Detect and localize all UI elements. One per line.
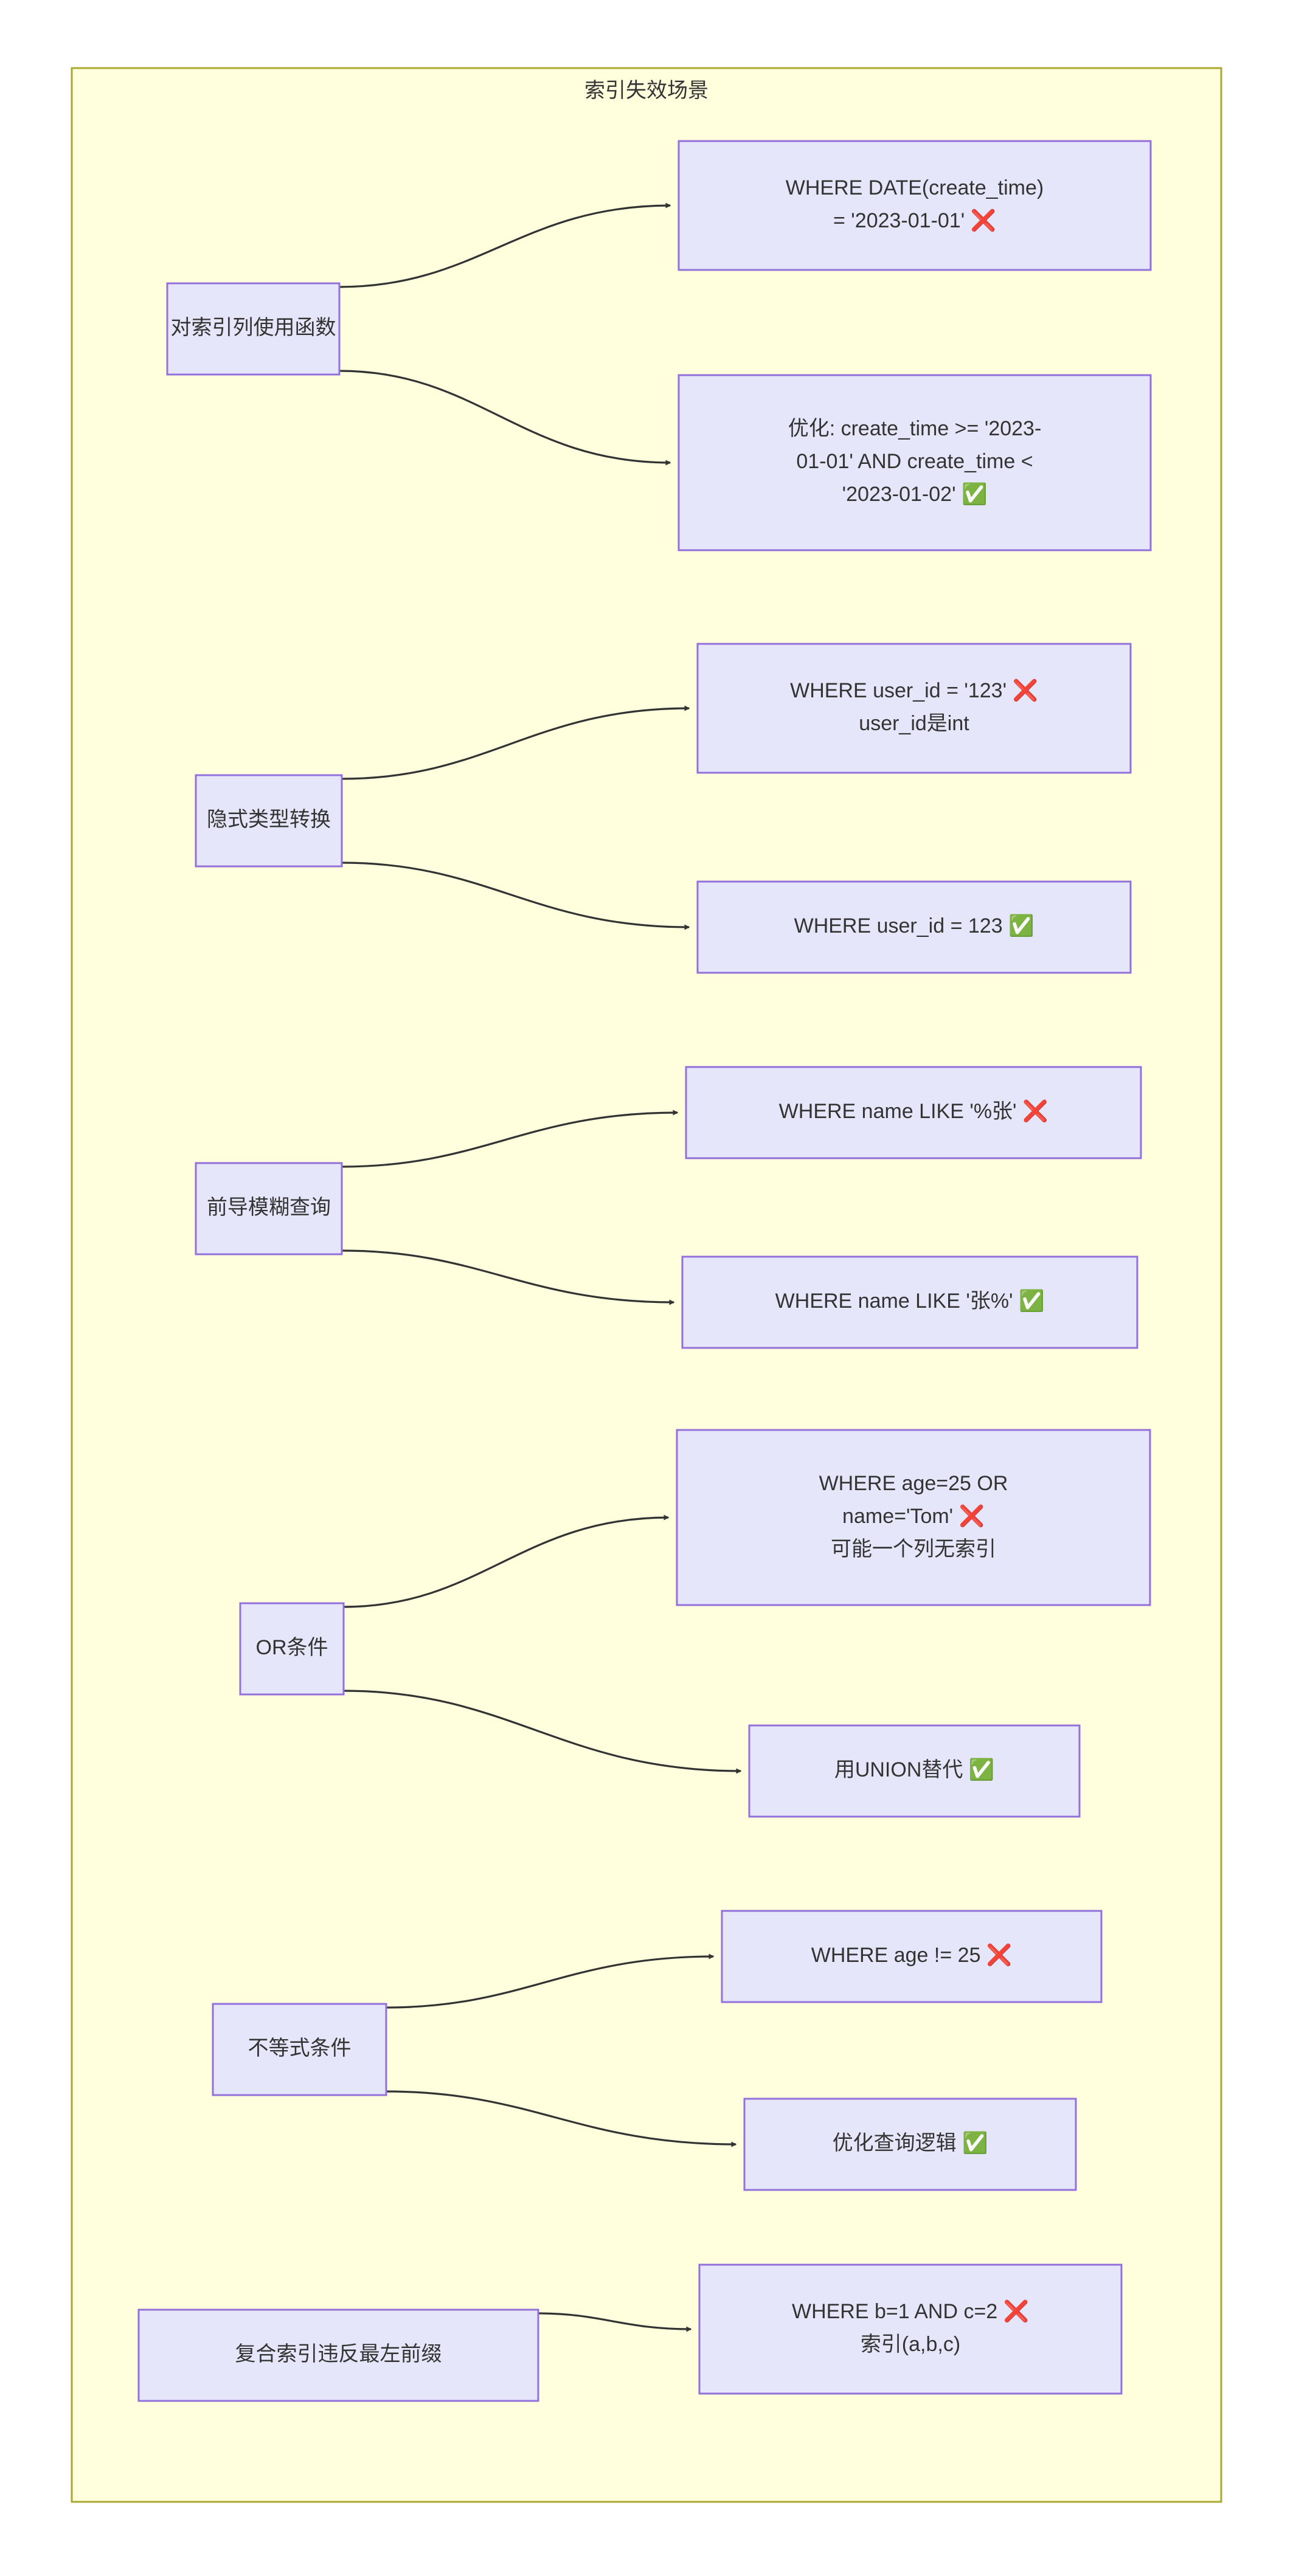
node-label-line: 优化查询逻辑 ✅ <box>833 2131 988 2155</box>
node-label-line: WHERE DATE(create_time) <box>786 176 1044 199</box>
edge-n4-to-n4b <box>343 1690 742 1774</box>
flow-node-n1a[interactable]: WHERE DATE(create_time) = '2023-01-01' ❌ <box>677 140 1152 271</box>
edge-layer <box>339 202 742 2332</box>
node-box <box>696 880 1132 974</box>
node-label-line: 隐式类型转换 <box>207 808 331 831</box>
edge-n4-to-n4a <box>343 1514 670 1608</box>
node-box <box>137 2308 539 2402</box>
node-label-line: WHERE name LIKE '%张' ❌ <box>779 1099 1048 1124</box>
node-box <box>681 1255 1138 1349</box>
flow-node-n3[interactable]: 前导模糊查询 <box>195 1162 343 1255</box>
node-label-line: = '2023-01-01' ❌ <box>833 209 996 233</box>
flow-node-n2[interactable]: 隐式类型转换 <box>195 774 343 868</box>
flow-node-n1[interactable]: 对索引列使用函数 <box>166 282 341 376</box>
edge-n3-to-n3a <box>341 1110 679 1168</box>
edge-n1-to-n1a <box>339 202 671 288</box>
flow-node-n4a[interactable]: WHERE age=25 OR name='Tom' ❌ 可能一个列无索引 <box>676 1429 1151 1606</box>
node-label-line: 可能一个列无索引 <box>831 1538 996 1561</box>
flow-node-n6[interactable]: 复合索引违反最左前缀 <box>137 2308 539 2402</box>
flow-node-n4b[interactable]: 用UNION替代 ✅ <box>748 1724 1081 1818</box>
edge-n3-to-n3b <box>341 1249 675 1305</box>
node-label-line: user_id是int <box>859 712 969 735</box>
node-label-line: 优化: create_time >= '2023- <box>788 417 1042 440</box>
node-box <box>676 1429 1151 1606</box>
node-box <box>212 2003 387 2096</box>
node-box <box>696 643 1132 774</box>
edge-n1-to-n1b <box>339 370 671 466</box>
flow-node-n6a[interactable]: WHERE b=1 AND c=2 ❌ 索引(a,b,c) <box>698 2263 1123 2395</box>
subgraph-title: 索引失效场景 <box>584 79 709 102</box>
edge-n5-to-n5b <box>386 2090 737 2147</box>
node-label-line: 用UNION替代 ✅ <box>834 1758 994 1781</box>
node-label-line: WHERE user_id = 123 ✅ <box>794 914 1034 938</box>
node-box <box>677 374 1152 551</box>
node-label-line: 不等式条件 <box>248 2037 352 2060</box>
node-label-line: 前导模糊查询 <box>207 1196 331 1219</box>
flow-node-n3a[interactable]: WHERE name LIKE '%张' ❌ <box>685 1066 1142 1159</box>
node-label-line: '2023-01-02' ✅ <box>842 482 988 506</box>
flow-node-n5[interactable]: 不等式条件 <box>212 2003 387 2096</box>
flow-node-n5b[interactable]: 优化查询逻辑 ✅ <box>743 2098 1077 2191</box>
flow-node-n5a[interactable]: WHERE age != 25 ❌ <box>721 1910 1103 2003</box>
flow-node-n2a[interactable]: WHERE user_id = '123' ❌ user_id是int <box>696 643 1132 774</box>
flow-node-n2b[interactable]: WHERE user_id = 123 ✅ <box>696 880 1132 974</box>
node-label-line: 索引(a,b,c) <box>861 2333 960 2356</box>
node-label-line: WHERE b=1 AND c=2 ❌ <box>792 2299 1029 2324</box>
edge-n2-to-n2a <box>341 705 690 780</box>
node-box <box>195 774 343 868</box>
node-label-line: WHERE name LIKE '张%' ✅ <box>775 1289 1045 1313</box>
flow-node-n4[interactable]: OR条件 <box>239 1602 345 1696</box>
flow-node-n1b[interactable]: 优化: create_time >= '2023- 01-01' AND crea… <box>677 374 1152 551</box>
node-label-line: OR条件 <box>256 1636 328 1659</box>
node-box <box>685 1066 1142 1159</box>
node-label-line: 复合索引违反最左前缀 <box>235 2343 442 2366</box>
node-label-line: WHERE user_id = '123' ❌ <box>790 679 1038 703</box>
node-label-line: WHERE age=25 OR <box>819 1472 1008 1495</box>
flow-node-n3b[interactable]: WHERE name LIKE '张%' ✅ <box>681 1255 1138 1349</box>
node-box <box>698 2263 1123 2395</box>
node-box <box>166 282 341 376</box>
node-label-line: 01-01' AND create_time < <box>796 450 1033 473</box>
edge-n5-to-n5a <box>386 1953 715 2009</box>
node-box <box>195 1162 343 1255</box>
node-box <box>748 1724 1081 1818</box>
edge-n6-to-n6a <box>538 2312 692 2332</box>
node-label-line: name='Tom' ❌ <box>842 1504 985 1528</box>
node-box <box>239 1602 345 1696</box>
node-label-line: 对索引列使用函数 <box>171 316 336 339</box>
node-label-line: WHERE age != 25 ❌ <box>811 1943 1013 1967</box>
node-box <box>743 2098 1077 2191</box>
node-layer: 对索引列使用函数 WHERE DATE(create_time) = '2023-0… <box>137 140 1152 2402</box>
node-box <box>677 140 1152 271</box>
node-box <box>721 1910 1103 2003</box>
edge-n2-to-n2b <box>341 862 690 930</box>
